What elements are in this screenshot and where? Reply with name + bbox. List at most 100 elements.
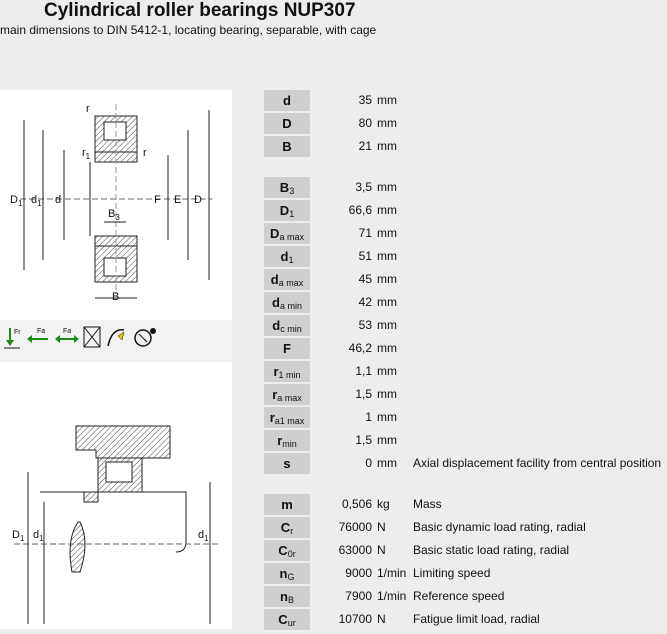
unit-cell: N [377, 520, 386, 534]
label-r1: r1 [82, 147, 91, 161]
symbol-main: D [279, 203, 290, 218]
value-cell: 63000 [338, 543, 372, 557]
symbol-main: d [272, 295, 280, 310]
symbol-main: m [281, 497, 293, 512]
label-d: d [55, 194, 61, 206]
label-r-top: r [86, 103, 90, 115]
value-cell: 80 [358, 116, 372, 130]
symbol-main: d [272, 318, 281, 333]
symbol-cell: da min [264, 292, 310, 313]
unit-cell: kg [377, 497, 390, 511]
symbol-subscript: r [290, 526, 294, 536]
unit-cell: mm [377, 387, 397, 401]
description-cell: Basic static load rating, radial [413, 543, 570, 557]
description-cell: Mass [413, 497, 442, 511]
value-cell: 1 [365, 410, 372, 424]
table-row: B 21 mm [258, 136, 667, 159]
symbol-cell: D1 [264, 200, 310, 221]
label-B3: B3 [108, 208, 120, 222]
symbol-subscript: a max [278, 278, 304, 288]
value-cell: 10700 [338, 612, 372, 626]
property-symbols: Fr Fa Fa [0, 322, 232, 354]
symbol-cell: s [264, 453, 310, 474]
bearing-cross-section-drawing: r r1 r D1 d1 d B3 F E D B [0, 90, 232, 320]
symbol-main: C [278, 543, 288, 558]
unit-cell: mm [377, 116, 397, 130]
value-cell: 46,2 [348, 341, 372, 355]
symbol-subscript: ur [287, 618, 296, 628]
symbol-subscript: a1 max [274, 416, 305, 426]
value-cell: 21 [358, 139, 372, 153]
symbol-cell: Cur [264, 609, 310, 630]
symbol-main: B [282, 139, 292, 154]
value-cell: 7900 [345, 589, 372, 603]
symbol-cell: nG [264, 563, 310, 584]
value-cell: 9000 [345, 566, 372, 580]
symbol-main: r [269, 410, 275, 425]
unit-cell: N [377, 612, 386, 626]
page-title: Cylindrical roller bearings NUP307 [44, 0, 356, 21]
label-F: F [154, 194, 161, 206]
symbol-main: r [272, 387, 278, 402]
description-cell: Axial displacement facility from central… [413, 456, 662, 470]
label-r-right: r [143, 147, 147, 159]
unit-cell: mm [377, 364, 397, 378]
svg-text:Fa: Fa [37, 328, 45, 335]
table-row: dc min 53 mm [258, 315, 667, 338]
symbol-subscript: 3 [289, 186, 295, 196]
page-subtitle: main dimensions to DIN 5412-1, locating … [0, 23, 377, 37]
symbol-main: d [270, 272, 279, 287]
value-cell: 51 [358, 249, 372, 263]
unit-cell: mm [377, 295, 397, 309]
label-d1-mount-right: d1 [198, 529, 209, 543]
symbol-cell: m [264, 494, 310, 515]
symbol-main: r [277, 433, 283, 448]
value-cell: 3,5 [355, 180, 372, 194]
unit-cell: 1/min [377, 589, 407, 603]
unit-cell: mm [377, 203, 397, 217]
svg-text:Fr: Fr [14, 329, 21, 336]
unit-cell: mm [377, 318, 397, 332]
symbol-subscript: a max [279, 232, 304, 242]
unit-cell: mm [377, 456, 397, 470]
non-separable-icon [83, 326, 101, 348]
value-cell: 53 [358, 318, 372, 332]
symbol-subscript: 1 [288, 255, 294, 265]
symbol-cell: dc min [264, 315, 310, 336]
radial-load-icon: Fr [4, 328, 21, 349]
symbol-cell: D [264, 113, 310, 134]
symbol-main: d [280, 249, 289, 264]
description-cell: Fatigue limit load, radial [413, 612, 540, 626]
unit-cell: mm [377, 139, 397, 153]
symbol-main: n [280, 589, 288, 604]
label-D1: D1 [10, 194, 23, 208]
symbol-cell: F [264, 338, 310, 359]
value-cell: 76000 [338, 520, 372, 534]
mounting-drawing: D1 d1 d1 [0, 362, 232, 629]
symbol-subscript: 0r [287, 549, 296, 559]
high-speed-icon [134, 328, 156, 347]
unit-cell: N [377, 543, 386, 557]
group-spacer [258, 476, 667, 494]
symbol-main: C [280, 520, 291, 535]
symbol-cell: d1 [264, 246, 310, 267]
symbol-cell: d [264, 90, 310, 111]
value-cell: 42 [358, 295, 372, 309]
label-E: E [174, 194, 181, 206]
angular-misalignment-icon [107, 329, 125, 347]
unit-cell: mm [377, 272, 397, 286]
symbol-main: C [278, 612, 288, 627]
table-row: da min 42 mm [258, 292, 667, 315]
label-B: B [112, 291, 119, 303]
label-D1-mount: D1 [12, 529, 25, 543]
